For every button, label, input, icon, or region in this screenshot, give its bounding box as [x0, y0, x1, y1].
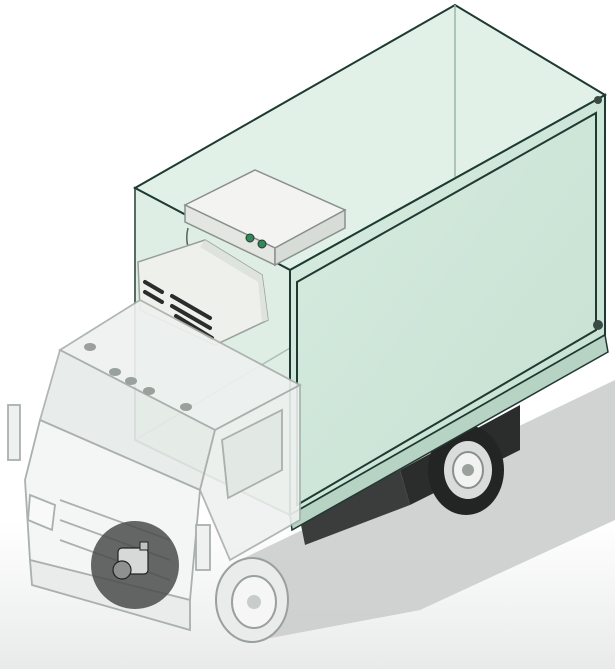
rivet — [593, 320, 603, 330]
right-mirror — [196, 525, 210, 570]
compressor-highlight — [91, 521, 179, 609]
fitting — [258, 240, 266, 248]
left-mirror — [8, 405, 20, 460]
front-wheel — [216, 558, 288, 642]
fitting — [246, 234, 254, 242]
rivet — [594, 96, 602, 104]
